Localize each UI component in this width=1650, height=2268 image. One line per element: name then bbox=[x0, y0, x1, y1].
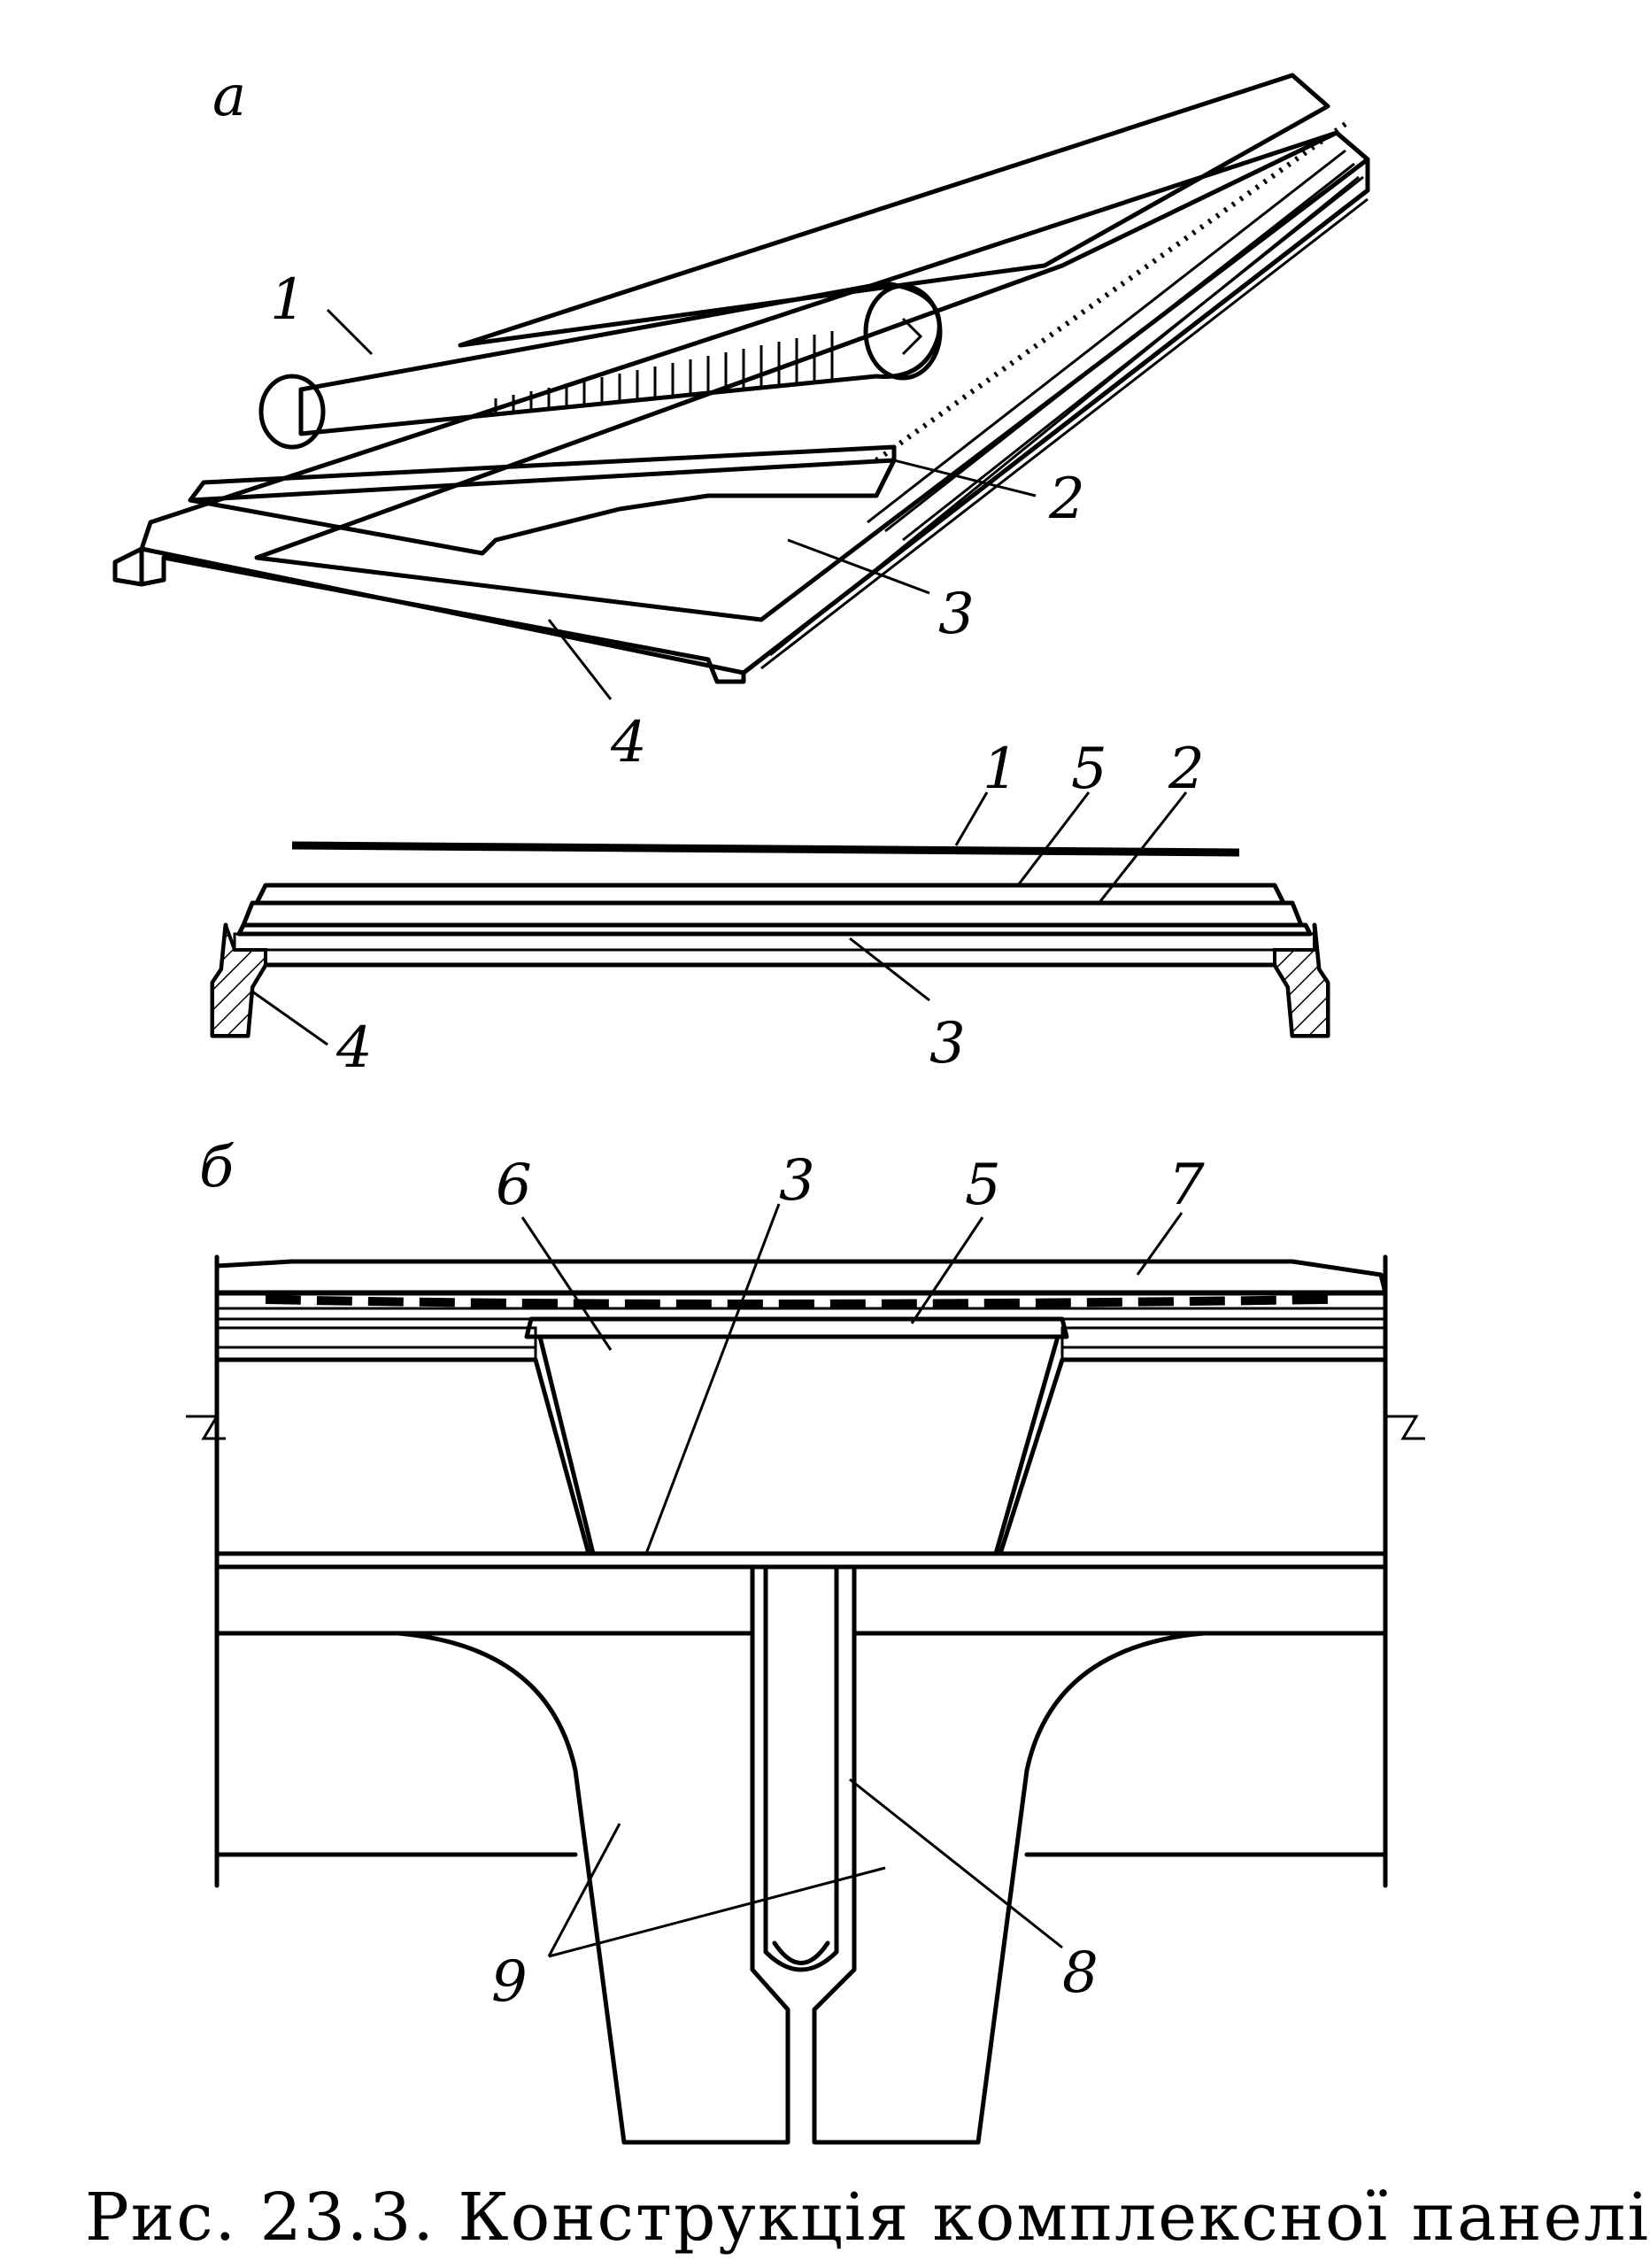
construction-diagram: а bbox=[112, 64, 1425, 2145]
part-b-label: б bbox=[199, 1135, 235, 1200]
label-4-section: 4 bbox=[335, 1015, 373, 1081]
label-2-top: 2 bbox=[1048, 467, 1085, 532]
label-3-section: 3 bbox=[929, 1011, 966, 1076]
label-2-section: 2 bbox=[1168, 737, 1205, 802]
label-3-b: 3 bbox=[779, 1148, 815, 1214]
label-6: 6 bbox=[496, 1153, 532, 1218]
label-3-top: 3 bbox=[938, 582, 975, 647]
b-joint-detail bbox=[186, 1203, 1425, 2145]
a-cross-section bbox=[210, 791, 1330, 1046]
figure-caption: Рис. 23.3. Конструкція комплексної панел… bbox=[0, 2160, 1648, 2268]
label-8: 8 bbox=[1062, 1940, 1099, 2006]
label-1-section: 1 bbox=[983, 737, 1019, 802]
label-9: 9 bbox=[491, 1949, 528, 2015]
caption-text: Рис. 23.3. Конструкція комплексної панел… bbox=[85, 2179, 1650, 2256]
label-4-top: 4 bbox=[610, 710, 647, 775]
perspective-panel bbox=[112, 73, 1370, 700]
label-5-b: 5 bbox=[965, 1153, 1001, 1218]
label-1-top: 1 bbox=[270, 267, 306, 333]
label-7: 7 bbox=[1168, 1153, 1205, 1218]
label-5-section: 5 bbox=[1071, 737, 1107, 802]
part-a-label: а bbox=[212, 64, 246, 129]
